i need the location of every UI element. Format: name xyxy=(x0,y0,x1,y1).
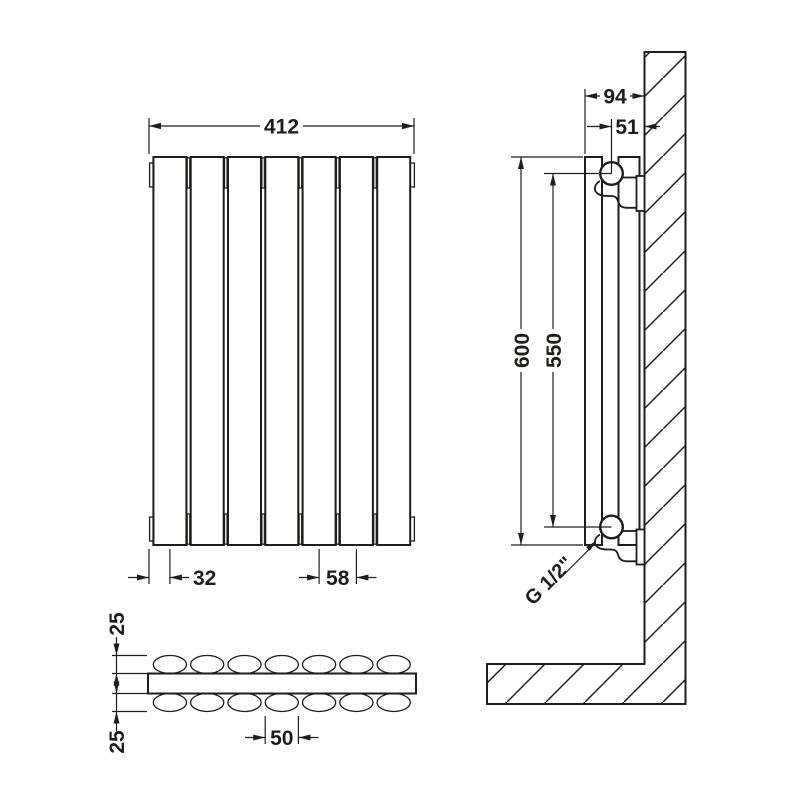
panel-connector-tab xyxy=(373,513,377,545)
end-cap-tab xyxy=(148,162,155,188)
radiator-panel xyxy=(152,156,188,546)
arrowhead xyxy=(356,574,369,581)
oval-column xyxy=(227,654,262,675)
oval-column xyxy=(376,654,411,675)
wall-and-floor-section xyxy=(486,51,687,705)
leader-line xyxy=(560,544,595,578)
dim-rear-depth-label: 25 xyxy=(106,730,129,754)
arrowhead xyxy=(518,157,524,169)
dim-overall-width: 412 xyxy=(148,116,415,154)
rear-panel-profile xyxy=(617,156,641,546)
arrowhead-left xyxy=(149,122,161,130)
oval-column xyxy=(189,654,225,675)
oval-column xyxy=(376,692,411,713)
panel-connector-tab xyxy=(186,157,191,189)
dim-front-depth-label: 25 xyxy=(106,612,129,636)
oval-column xyxy=(152,692,188,713)
dim-panel-pitch: 58 xyxy=(299,549,377,590)
connection-callout: G 1/2" xyxy=(521,540,597,610)
dim-panel-depths: 25 25 xyxy=(106,612,147,754)
oval-column xyxy=(339,654,374,675)
end-cap-tab xyxy=(409,516,416,542)
side-view: 94 51 600 550 xyxy=(486,51,687,705)
arrowhead xyxy=(586,540,597,551)
arrowhead xyxy=(644,123,657,130)
arrowhead xyxy=(632,93,645,99)
dim-depth: 94 xyxy=(584,86,645,154)
dim-height: 600 xyxy=(511,156,583,546)
dim-column-width: 50 xyxy=(245,716,319,750)
panel-connector-tab xyxy=(335,157,340,189)
radiator-panel xyxy=(189,156,225,546)
arrowhead xyxy=(113,643,120,656)
oval-column xyxy=(227,692,262,713)
oval-column xyxy=(301,692,337,713)
panel-connector-tab xyxy=(373,157,377,189)
oval-column xyxy=(189,692,225,713)
dim-pipe-centres: 550 xyxy=(543,172,612,528)
arrowhead xyxy=(550,515,556,527)
arrowhead xyxy=(518,533,524,545)
radiator-panel xyxy=(301,156,337,546)
plan-core-body xyxy=(147,672,417,695)
oval-column xyxy=(152,654,188,675)
radiator-panel xyxy=(264,156,300,546)
dim-pipe-to-wall: 51 xyxy=(587,116,660,174)
panel-connector-tab xyxy=(223,157,228,189)
side-end-tabs xyxy=(148,162,416,542)
dim-pipe-centres-label: 550 xyxy=(543,333,566,368)
plan-view: 25 25 50 xyxy=(106,612,417,754)
panel-connector-tab xyxy=(261,157,266,189)
panel-connector-tab xyxy=(298,157,303,189)
arrowhead xyxy=(137,574,149,581)
plan-ovals-rear-row xyxy=(152,692,411,713)
end-cap-tab xyxy=(148,516,155,542)
radiator-panel xyxy=(338,156,374,546)
arrowhead xyxy=(113,711,120,724)
oval-column xyxy=(264,692,300,713)
end-cap-tab xyxy=(409,162,416,188)
arrowhead xyxy=(113,681,120,694)
bottom-connector-tabs xyxy=(186,513,377,545)
dim-depth-label: 94 xyxy=(603,86,627,109)
dim-overall-width-label: 412 xyxy=(264,116,299,139)
arrowhead xyxy=(307,574,320,581)
plan-ovals-front-row xyxy=(152,654,411,675)
panel-connector-tab xyxy=(298,513,303,545)
dim-height-label: 600 xyxy=(511,333,534,368)
arrowhead-right xyxy=(402,122,414,130)
dim-panel-offset-label: 32 xyxy=(193,567,216,590)
arrowhead xyxy=(169,574,182,581)
oval-column xyxy=(264,654,300,675)
radiator-panels xyxy=(152,156,412,546)
arrowhead xyxy=(599,123,612,130)
arrowhead xyxy=(298,734,311,741)
dim-column-width-label: 50 xyxy=(270,727,293,750)
arrowhead xyxy=(253,734,266,741)
panel-connector-tab xyxy=(186,513,191,545)
oval-column xyxy=(301,654,337,675)
radiator-panel xyxy=(227,156,262,546)
top-connector-tabs xyxy=(186,157,377,189)
radiator-panel xyxy=(376,156,412,546)
arrowhead xyxy=(550,173,556,186)
dim-panel-pitch-label: 58 xyxy=(326,567,350,590)
front-view: 412 xyxy=(128,116,416,590)
arrowhead xyxy=(585,93,597,99)
front-panel-profile xyxy=(584,156,603,546)
dim-pipe-wall-label: 51 xyxy=(615,116,639,139)
oval-column xyxy=(339,692,374,713)
dim-first-panel-offset: 32 xyxy=(128,549,216,590)
panel-connector-tab xyxy=(223,513,228,545)
connection-size-label: G 1/2" xyxy=(521,553,578,610)
panel-connector-tab xyxy=(261,513,266,545)
panel-connector-tab xyxy=(335,513,340,545)
